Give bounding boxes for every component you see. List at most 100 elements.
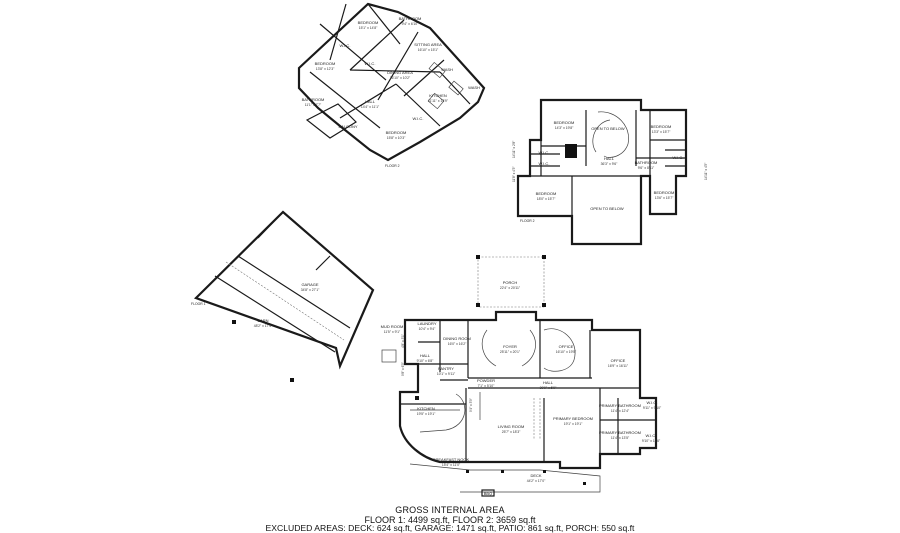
room-label: BEDROOM — [554, 120, 575, 125]
room-dimension: 19'5" x 19'1" — [417, 412, 436, 416]
room-dimension: 11'11" x 13'9" — [428, 99, 449, 103]
stair-void — [565, 144, 577, 158]
dimension-note: 11'8" x 4'5" — [512, 167, 516, 182]
room-dimension: 7'1" x 5'10" — [478, 384, 496, 388]
room-label: LIVING ROOM — [498, 424, 525, 429]
room-label: KITCHEN — [429, 93, 447, 98]
room-dimension: 11'1" x 7'7" — [305, 103, 322, 107]
room-dimension: 30'9" x 5'9" — [540, 386, 558, 390]
room-dimension: 16'10" x 19'5" — [556, 350, 577, 354]
room-dimension: 44'2" x 17'0" — [527, 479, 546, 483]
floor-1-plan — [193, 210, 658, 497]
room-label: W.I.C. — [646, 433, 657, 438]
room-label: W.I.C. — [365, 61, 376, 66]
room-dimension: 25'11" x 20'1" — [500, 350, 521, 354]
room-dimension: 34'8" x 27'1" — [301, 288, 320, 292]
floor-label: FLOOR 2 — [385, 164, 400, 168]
room-dimension: 14'3" x 19'8" — [555, 126, 574, 130]
room-label: BEDROOM — [386, 130, 407, 135]
room-dimension: 10'4" x 9'4" — [419, 327, 437, 331]
room-label: BATHROOM — [635, 160, 658, 165]
room-label: BEDROOM — [654, 190, 675, 195]
room-dimension: 13'8" x 12'3" — [316, 67, 335, 71]
room-label: DECK — [530, 473, 541, 478]
room-label: PRIMARY BEDROOM — [553, 416, 593, 421]
room-label: BARN — [257, 318, 268, 323]
room-label: BREAKFAST NOOK — [433, 457, 470, 462]
room-dimension: 16'9" x 16'11" — [608, 364, 629, 368]
room-label: HALL — [365, 99, 376, 104]
excluded-areas: EXCLUDED AREAS: DECK: 624 sq.ft, GARAGE:… — [265, 523, 635, 533]
room-dimension: 9'10" x 11'6" — [642, 439, 661, 443]
room-dimension: 11'5" x 9'1" — [384, 330, 401, 334]
room-dimension: 9'4" x 6'10" — [402, 22, 420, 26]
room-label: W.I.C. — [340, 43, 351, 48]
room-label: LAUNDRY — [417, 321, 436, 326]
room-label: W.I.C. — [539, 150, 550, 155]
room-label: BALCONY — [338, 124, 357, 129]
room-dimension: 22'4" x 20'11" — [500, 286, 521, 290]
room-label: BEDROOM — [651, 124, 672, 129]
room-dimension: 16'10" x 10'2" — [390, 76, 411, 80]
room-label: MUD ROOM — [381, 324, 404, 329]
room-label: W.I.C. — [647, 400, 658, 405]
room-label: WASH — [441, 67, 453, 72]
room-label: HALL — [420, 353, 431, 358]
room-label: OPEN TO BELOW — [590, 206, 624, 211]
room-label: W.I.C. — [539, 161, 550, 166]
dimension-note: 4'8" x 3'1" — [401, 334, 405, 348]
room-label: OFFICE — [611, 358, 626, 363]
room-label: BATHROOM — [302, 97, 325, 102]
room-label: GARAGE — [301, 282, 318, 287]
upper-unit-labels: BEDROOM 15'1" x 14'8" BATHROOM 9'4" x 6'… — [302, 16, 480, 168]
floor-1-labels: GARAGE 34'8" x 27'1" BARN 48'2" x 17'4" … — [191, 280, 662, 496]
room-label: PRIMARY BATHROOM — [599, 430, 641, 435]
room-dimension: 18'0" x 15'7" — [537, 197, 556, 201]
room-label: W.I.C. — [673, 155, 684, 160]
room-label: BEDROOM — [358, 20, 379, 25]
room-label: DINING AREA — [387, 70, 413, 75]
room-label: FOYER — [503, 344, 517, 349]
room-label: OFFICE — [559, 344, 574, 349]
upper-unit-plan — [297, 2, 486, 162]
room-dimension: 48'2" x 17'4" — [254, 324, 273, 328]
gross-area-floors: FLOOR 1: 4499 sq.ft, FLOOR 2: 3659 sq.ft — [364, 515, 536, 525]
room-dimension: 15'8" x 10'3" — [387, 136, 406, 140]
room-label: BATHROOM — [399, 16, 422, 21]
dimension-note: 9'4" x 3'9" — [469, 398, 473, 412]
room-dimension: 16'0" x 16'2" — [448, 342, 467, 346]
room-label: PRIMARY BATHROOM — [599, 403, 641, 408]
room-dimension: 9'11" x 9'10" — [643, 406, 662, 410]
room-dimension: 16'10" x 15'1" — [418, 48, 439, 52]
floor-2-plan: BEDROOM 14'3" x 19'8" OPEN TO BELOW BEDR… — [512, 98, 708, 246]
room-dimension: 11'4" x 12'4" — [611, 409, 630, 413]
room-dimension: 9'6" x 8'11" — [638, 166, 655, 170]
room-label: HALL — [543, 380, 554, 385]
room-label: SITTING AREA — [414, 42, 442, 47]
room-label: BBQ — [484, 491, 492, 496]
room-dimension: 13'3" x 15'7" — [652, 130, 671, 134]
room-label: BEDROOM — [315, 61, 336, 66]
room-dimension: 15'1" x 14'8" — [359, 26, 378, 30]
room-label: POWDER — [477, 378, 495, 383]
room-label: DINING ROOM — [443, 336, 471, 341]
floor-label: FLOOR 1 — [191, 302, 206, 306]
room-dimension: 36'3" x 9'6" — [601, 162, 619, 166]
floor-label: FLOOR 2 — [520, 219, 535, 223]
room-label: PORCH — [503, 280, 518, 285]
room-dimension: 14'4" x 11'1" — [361, 105, 380, 109]
room-label: KITCHEN — [417, 406, 435, 411]
dimension-note: 14'11" x 2'8" — [512, 141, 516, 158]
room-label: HALL — [604, 156, 615, 161]
room-dimension: 25'7" x 18'3" — [502, 430, 521, 434]
dimension-note: 14'11" x 4'5" — [704, 163, 708, 180]
room-label: WASH — [468, 85, 480, 90]
dimension-note: 9'8" x 6'5" — [401, 362, 405, 376]
room-label: W.I.C. — [413, 116, 424, 121]
room-label: OPEN TO BELOW — [591, 126, 625, 131]
room-dimension: 19'1" x 19'1" — [564, 422, 583, 426]
room-dimension: 11'4" x 13'5" — [611, 436, 630, 440]
room-dimension: 9'10" x 6'8" — [417, 359, 435, 363]
room-dimension: 10'1" x 9'11" — [437, 372, 456, 376]
